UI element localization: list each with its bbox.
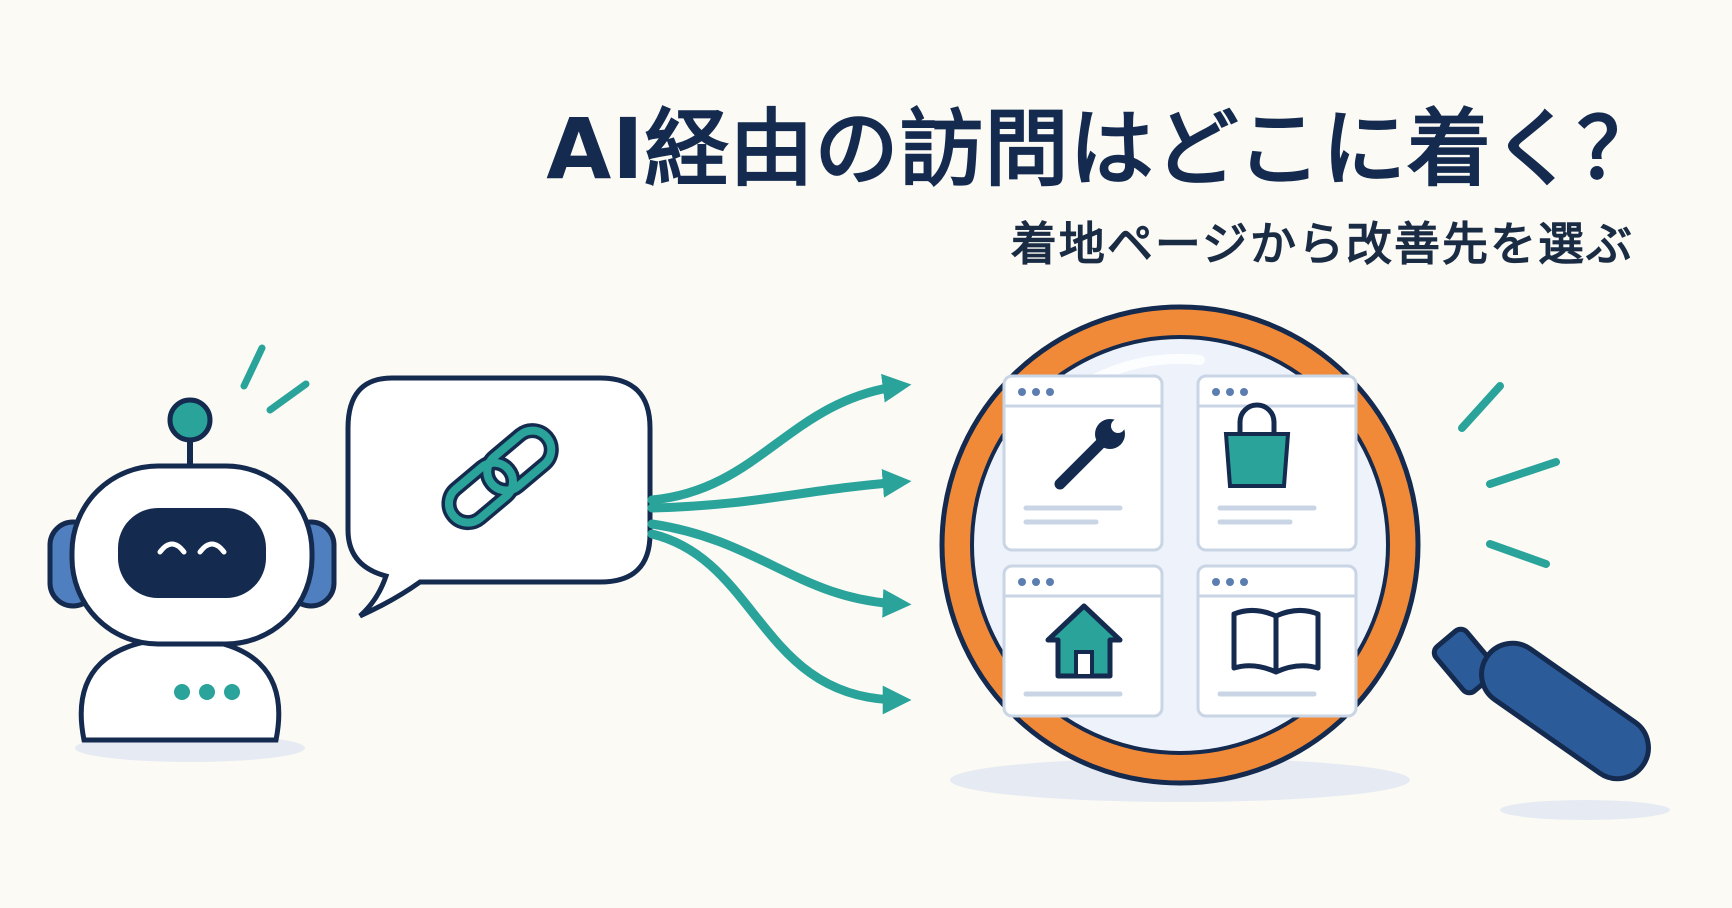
arrow: [647, 529, 912, 715]
robot-dot: [224, 684, 240, 700]
landing-page-card: [1196, 564, 1358, 718]
landing-page-card: [1002, 374, 1164, 552]
robot-dot: [199, 684, 215, 700]
page-title: AI経由の訪問はどこに着く？: [546, 100, 1662, 198]
landing-page-card: [1196, 374, 1358, 552]
home-icon: [1045, 603, 1123, 679]
robot-eye-left: [157, 541, 187, 555]
speech-bubble: [345, 375, 653, 619]
arrow: [647, 469, 912, 513]
robot: [47, 344, 337, 762]
robot-face: [118, 508, 266, 598]
wrench-icon: [1054, 419, 1125, 490]
sparkle-marks: [1458, 382, 1560, 568]
robot-eye-right: [197, 541, 227, 555]
shopping-bag-icon: [1223, 402, 1291, 488]
accent-mark: [240, 344, 266, 390]
arrow: [647, 373, 912, 505]
accent-mark: [266, 380, 310, 414]
landing-pages: [1002, 374, 1358, 718]
landing-page-card: [1002, 564, 1164, 718]
flow-arrows: [647, 373, 912, 715]
arrow: [647, 519, 912, 618]
robot-dot: [174, 684, 190, 700]
page-subtitle: 着地ページから改善先を選ぶ: [1010, 217, 1634, 271]
robot-antenna-tip: [167, 397, 213, 443]
magnifier-handle: [1431, 626, 1651, 782]
link-icon: [441, 423, 559, 531]
book-icon: [1231, 608, 1321, 675]
